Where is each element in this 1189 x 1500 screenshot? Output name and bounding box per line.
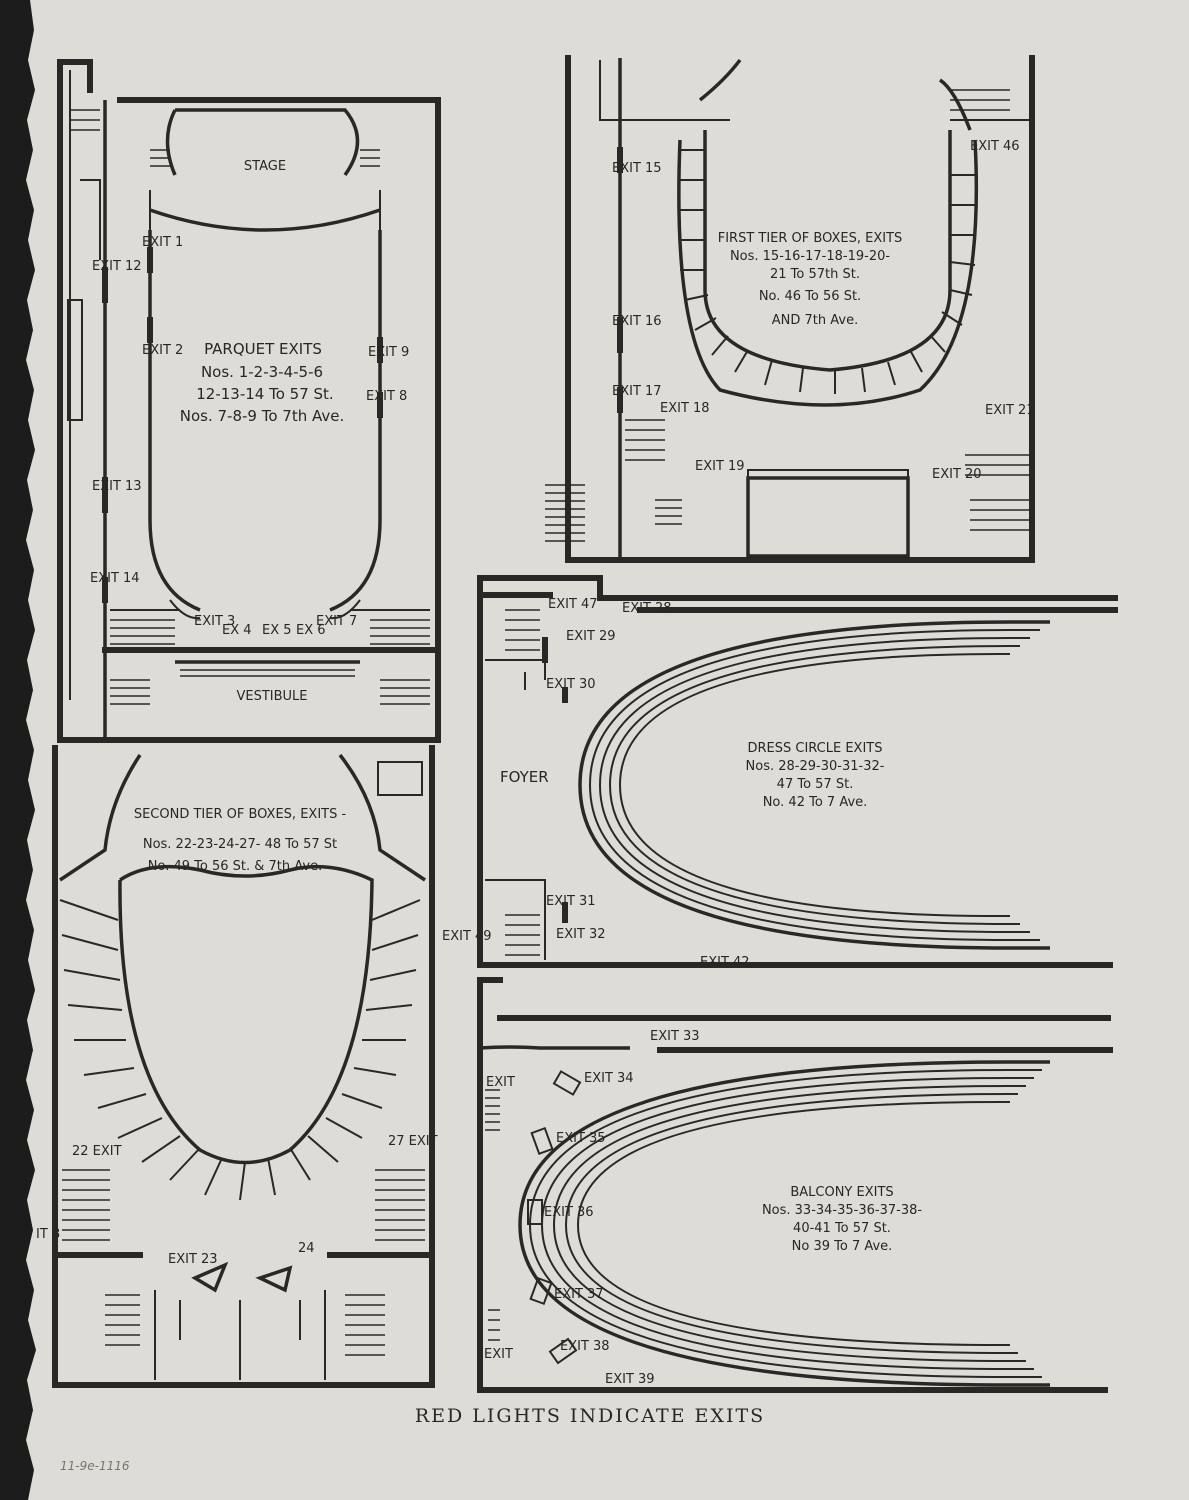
- first-tier-exit-46: EXIT 46: [970, 139, 1020, 154]
- parquet-exit-13: EXIT 13: [92, 479, 142, 494]
- second-tier-exit-48: IT 8: [36, 1227, 60, 1242]
- balcony-exit-33: EXIT 33: [650, 1029, 700, 1044]
- parquet-exit-4: EX 4: [222, 623, 252, 638]
- parquet-exit-1: EXIT 1: [142, 235, 183, 250]
- dress-circle-line-3: No. 42 To 7 Ave.: [763, 795, 868, 810]
- page-caption: RED LIGHTS INDICATE EXITS: [415, 1405, 765, 1427]
- balcony-exit-36: EXIT 36: [544, 1205, 594, 1220]
- parquet-exit-14: EXIT 14: [90, 571, 140, 586]
- dress-circle-line-1: Nos. 28-29-30-31-32-: [746, 759, 885, 774]
- dress-circle-line-2: 47 To 57 St.: [777, 777, 854, 792]
- parquet-exit-12: EXIT 12: [92, 259, 142, 274]
- dress-circle-plan: FOYER DRESS CIRCLE EXITS Nos. 28-29-30-3…: [442, 575, 1118, 970]
- balcony-line-3: No 39 To 7 Ave.: [792, 1239, 893, 1254]
- foyer-label: FOYER: [500, 768, 549, 786]
- parquet-title: PARQUET EXITS: [204, 340, 322, 358]
- balcony-exit-39: EXIT 39: [605, 1372, 655, 1387]
- balcony-exit-lower: EXIT: [484, 1347, 513, 1362]
- second-tier-line-1: Nos. 22-23-24-27- 48 To 57 St: [143, 837, 337, 852]
- dress-circle-exit-30: EXIT 30: [546, 677, 596, 692]
- parquet-vestibule-label: VESTIBULE: [236, 689, 307, 704]
- first-tier-exit-18: EXIT 18: [660, 401, 710, 416]
- parquet-stage-label: STAGE: [244, 159, 286, 174]
- balcony-line-1: Nos. 33-34-35-36-37-38-: [762, 1203, 922, 1218]
- dress-circle-exit-49: EXIT 49: [442, 929, 492, 944]
- dress-circle-exit-31: EXIT 31: [546, 894, 596, 909]
- balcony-exit-upper: EXIT: [486, 1075, 515, 1090]
- balcony-plan: BALCONY EXITS Nos. 33-34-35-36-37-38- 40…: [477, 977, 1113, 1393]
- balcony-title: BALCONY EXITS: [790, 1185, 893, 1200]
- first-tier-exit-15: EXIT 15: [612, 161, 662, 176]
- first-tier-title: FIRST TIER OF BOXES, EXITS: [718, 231, 903, 246]
- dress-circle-exit-32: EXIT 32: [556, 927, 606, 942]
- second-tier-exit-24: 24: [298, 1241, 315, 1256]
- parquet-line-1: Nos. 1-2-3-4-5-6: [201, 363, 323, 381]
- parquet-exit-6: EX 6: [296, 623, 326, 638]
- first-tier-line-1: Nos. 15-16-17-18-19-20-: [730, 249, 890, 264]
- parquet-plan: STAGE VESTIBULE PARQUET EXITS Nos. 1-2-3…: [57, 59, 441, 743]
- dress-circle-exit-42: EXIT 42: [700, 955, 750, 970]
- first-tier-exit-20: EXIT 20: [932, 467, 982, 482]
- first-tier-plan: FIRST TIER OF BOXES, EXITS Nos. 15-16-17…: [545, 55, 1035, 563]
- balcony-line-2: 40-41 To 57 St.: [793, 1221, 891, 1236]
- first-tier-line-2: 21 To 57th St.: [770, 267, 860, 282]
- parquet-line-3: Nos. 7-8-9 To 7th Ave.: [180, 407, 345, 425]
- second-tier-exit-23: EXIT 23: [168, 1252, 218, 1267]
- first-tier-line-4: AND 7th Ave.: [772, 313, 858, 328]
- balcony-exit-35: EXIT 35: [556, 1131, 606, 1146]
- first-tier-exit-21: EXIT 21: [985, 403, 1035, 418]
- second-tier-exit-22: 22 EXIT: [72, 1144, 122, 1159]
- second-tier-line-2: No. 49 To 56 St. & 7th Ave.: [148, 859, 322, 874]
- first-tier-line-3: No. 46 To 56 St.: [759, 289, 861, 304]
- dress-circle-title: DRESS CIRCLE EXITS: [747, 741, 882, 756]
- balcony-exit-37: EXIT 37: [554, 1287, 604, 1302]
- first-tier-exit-17: EXIT 17: [612, 384, 662, 399]
- handwritten-note: 11-9e-1116: [60, 1459, 130, 1473]
- dress-circle-exit-29: EXIT 29: [566, 629, 616, 644]
- parquet-exit-8: EXIT 8: [366, 389, 407, 404]
- parquet-exit-9: EXIT 9: [368, 345, 409, 360]
- parquet-exit-7: EXIT 7: [316, 614, 357, 629]
- parquet-exit-5: EX 5: [262, 623, 292, 638]
- parquet-line-2: 12-13-14 To 57 St.: [196, 385, 333, 403]
- dress-circle-exit-47: EXIT 47: [548, 597, 598, 612]
- parquet-exit-2: EXIT 2: [142, 343, 183, 358]
- balcony-exit-38: EXIT 38: [560, 1339, 610, 1354]
- dress-circle-exit-28: EXIT 28: [622, 601, 672, 616]
- balcony-exit-34: EXIT 34: [584, 1071, 634, 1086]
- second-tier-plan: SECOND TIER OF BOXES, EXITS - Nos. 22-23…: [36, 745, 438, 1388]
- parquet-exit-3: EXIT 3: [194, 614, 235, 629]
- first-tier-exit-16: EXIT 16: [612, 314, 662, 329]
- first-tier-exit-19: EXIT 19: [695, 459, 745, 474]
- second-tier-exit-27: 27 EXIT: [388, 1134, 438, 1149]
- second-tier-title: SECOND TIER OF BOXES, EXITS -: [134, 807, 347, 822]
